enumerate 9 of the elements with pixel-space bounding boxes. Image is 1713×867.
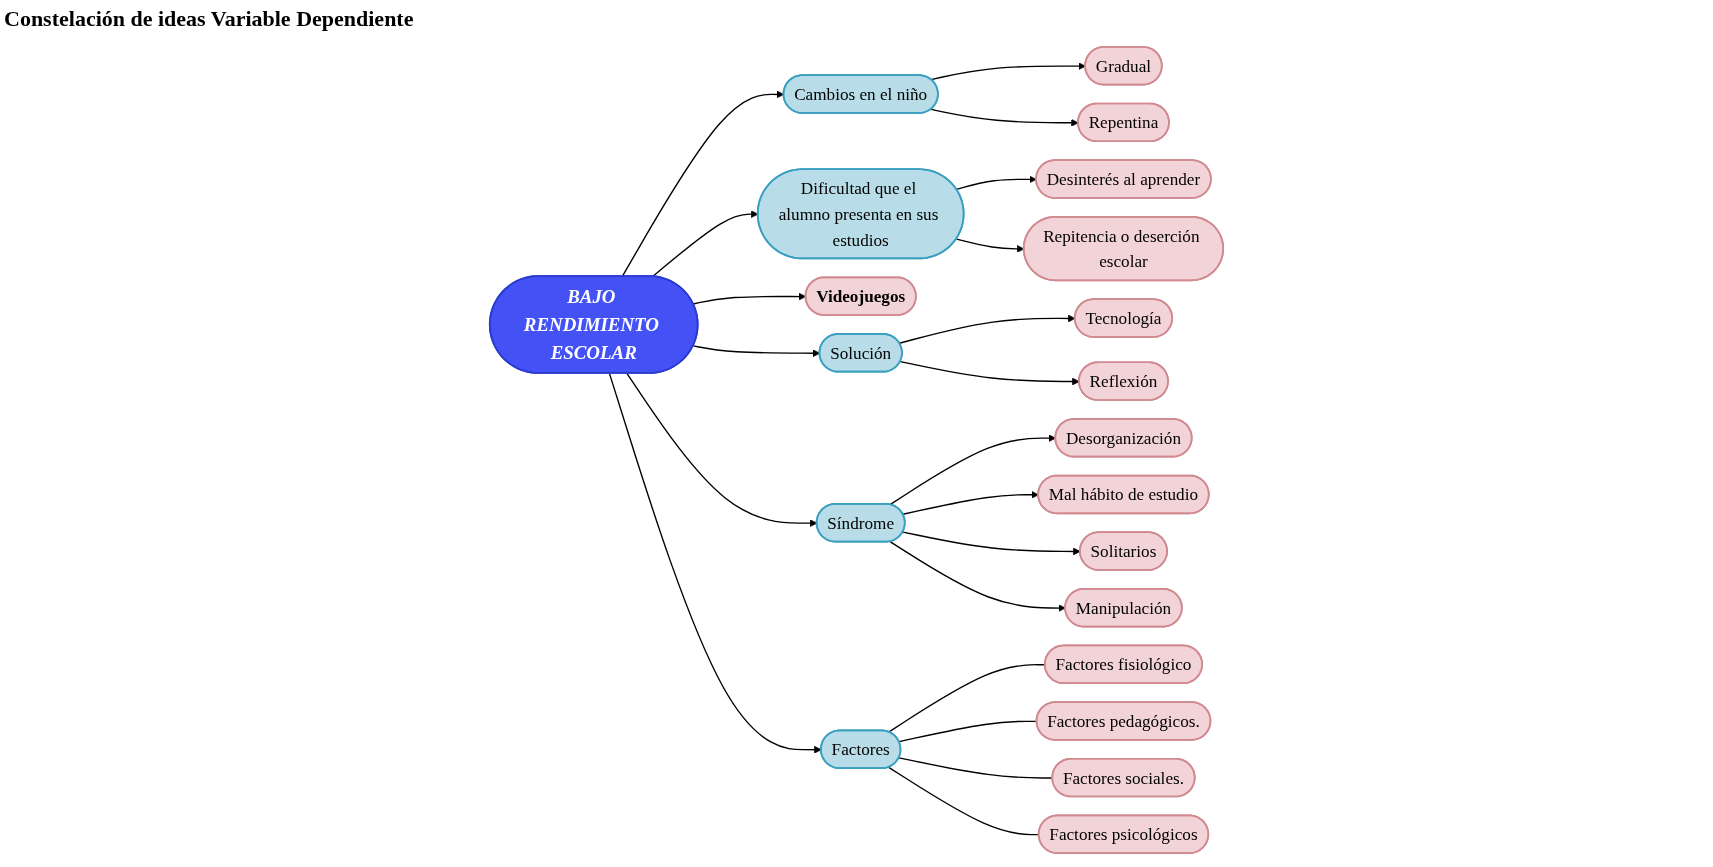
arrow xyxy=(889,434,1056,506)
arrow xyxy=(930,108,1079,127)
arrow xyxy=(889,540,1066,612)
arrow xyxy=(899,360,1080,386)
arrow xyxy=(608,372,822,754)
arrow xyxy=(902,491,1039,515)
diagram-title: Constelación de ideas Variable Dependiente xyxy=(4,6,414,32)
arrow xyxy=(902,531,1081,556)
arrow xyxy=(955,175,1037,190)
